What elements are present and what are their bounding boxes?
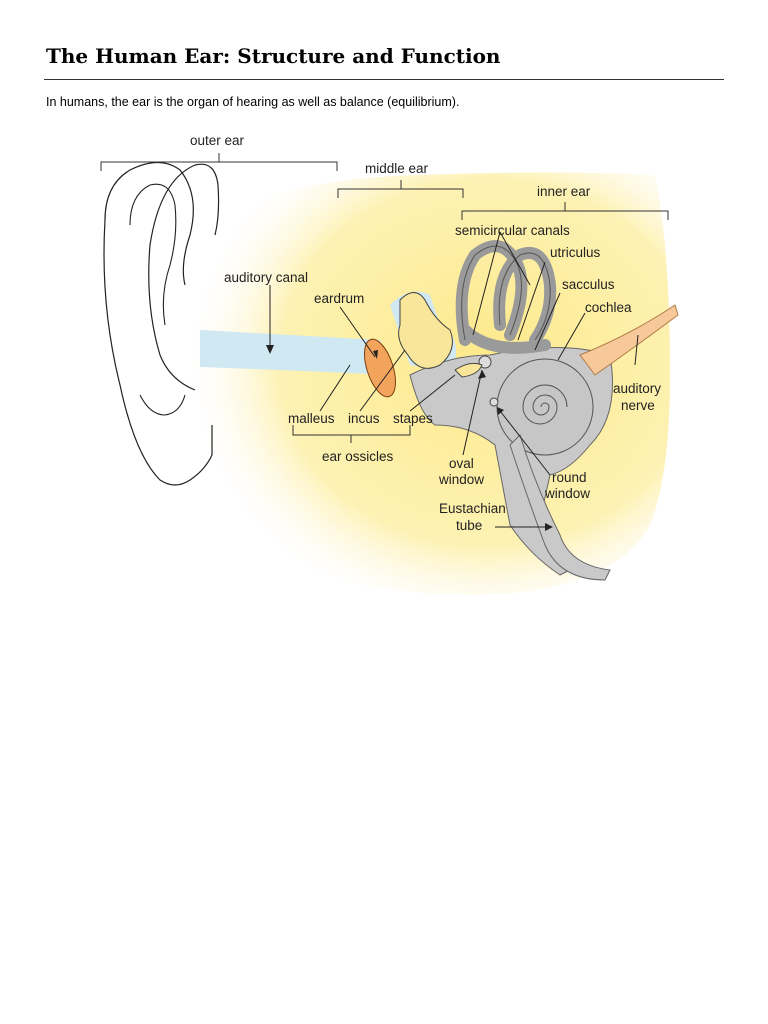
label-outer-ear: outer ear [190, 133, 245, 148]
intro-paragraph: In humans, the ear is the organ of heari… [46, 95, 460, 109]
label-round-window-line2: window [544, 486, 590, 501]
eustachian-tube-shape [509, 434, 611, 581]
label-semicircular-canals: semicircular canals [455, 223, 570, 238]
label-oval-window-line1: oval [449, 456, 474, 471]
label-auditory-canal: auditory canal [224, 270, 308, 285]
label-malleus: malleus [288, 411, 335, 426]
label-ear-ossicles: ear ossicles [322, 449, 394, 464]
stapes-shape [454, 362, 483, 378]
label-eustachian-tube-line1: Eustachian [439, 501, 506, 516]
cochlea-shape [496, 358, 594, 456]
arrow-heads [266, 345, 553, 531]
leader-lines [269, 231, 639, 528]
pinna-outline [148, 163, 220, 391]
label-sacculus: sacculus [562, 277, 615, 292]
auditory-canal-shape [200, 330, 390, 375]
inner-ear-bracket [461, 202, 669, 220]
page-title: The Human Ear: Structure and Function [46, 44, 501, 68]
middle-ear-bracket [337, 180, 464, 198]
label-inner-ear: inner ear [537, 184, 591, 199]
ossicles-shape [398, 292, 453, 369]
label-auditory-nerve-line1: auditory [613, 381, 661, 396]
label-utriculus: utriculus [550, 245, 601, 260]
label-stapes: stapes [393, 411, 433, 426]
ossicles-bracket [292, 425, 411, 443]
ear-diagram: outer ear middle ear inner ear semicircu… [90, 125, 690, 605]
label-incus: incus [348, 411, 380, 426]
ear-diagram-svg: outer ear middle ear inner ear semicircu… [100, 133, 679, 595]
round-window-shape [489, 397, 499, 407]
auditory-nerve-shape [579, 304, 679, 376]
label-eustachian-tube-line2: tube [456, 518, 482, 533]
label-round-window-line1: round [552, 470, 587, 485]
title-divider [44, 79, 724, 80]
label-eardrum: eardrum [314, 291, 364, 306]
label-middle-ear: middle ear [365, 161, 429, 176]
outer-ear-bracket [100, 153, 338, 171]
label-auditory-nerve-line2: nerve [621, 398, 655, 413]
cochlea-spiral [522, 384, 568, 425]
label-oval-window-line2: window [438, 472, 484, 487]
label-cochlea: cochlea [585, 300, 632, 315]
